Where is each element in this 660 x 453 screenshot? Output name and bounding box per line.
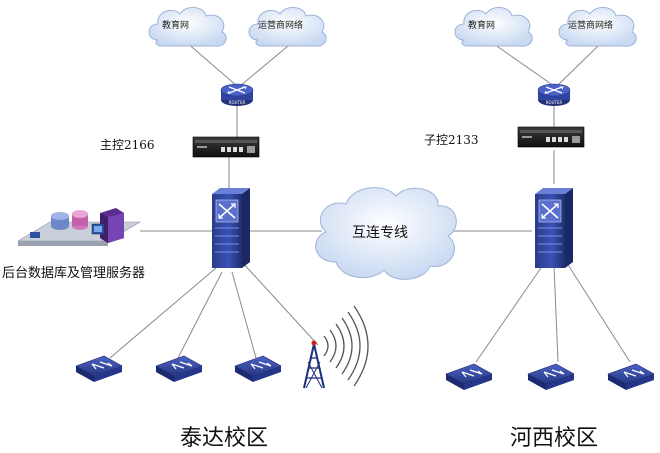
campus-name-left: 泰达校区: [180, 426, 269, 451]
education-network-label-right: 教育网: [468, 21, 496, 31]
controller-device-right: [517, 126, 585, 148]
operator-network-label-right: 运营商网络: [568, 21, 614, 31]
leased-line-label: 互连专线: [352, 225, 408, 241]
core-switch-right: [534, 187, 574, 269]
education-network-label-left: 教育网: [162, 21, 190, 31]
operator-network-label-left: 运营商网络: [258, 21, 304, 31]
link-lines: [109, 41, 631, 363]
access-switch-left-1: [75, 355, 123, 383]
controller-device-left: [192, 136, 260, 158]
sub-controller-label: 子控2133: [424, 133, 479, 147]
router-label-right: ROUTER: [546, 100, 563, 105]
access-switch-right-1: [445, 363, 493, 391]
leased-line-cloud: [315, 187, 457, 280]
access-switch-right-2: [527, 363, 575, 391]
server-group-icon: [16, 208, 142, 246]
access-switch-left-3: [234, 355, 282, 383]
access-switch-left-2: [155, 355, 203, 383]
campus-name-right: 河西校区: [510, 426, 599, 451]
wireless-ap-icon: [303, 305, 369, 389]
server-label: 后台数据库及管理服务器: [2, 266, 146, 281]
access-switch-right-3: [607, 363, 655, 391]
core-switch-left: [211, 187, 251, 269]
master-controller-label: 主控2166: [100, 138, 155, 152]
router-label-left: ROUTER: [229, 100, 246, 105]
